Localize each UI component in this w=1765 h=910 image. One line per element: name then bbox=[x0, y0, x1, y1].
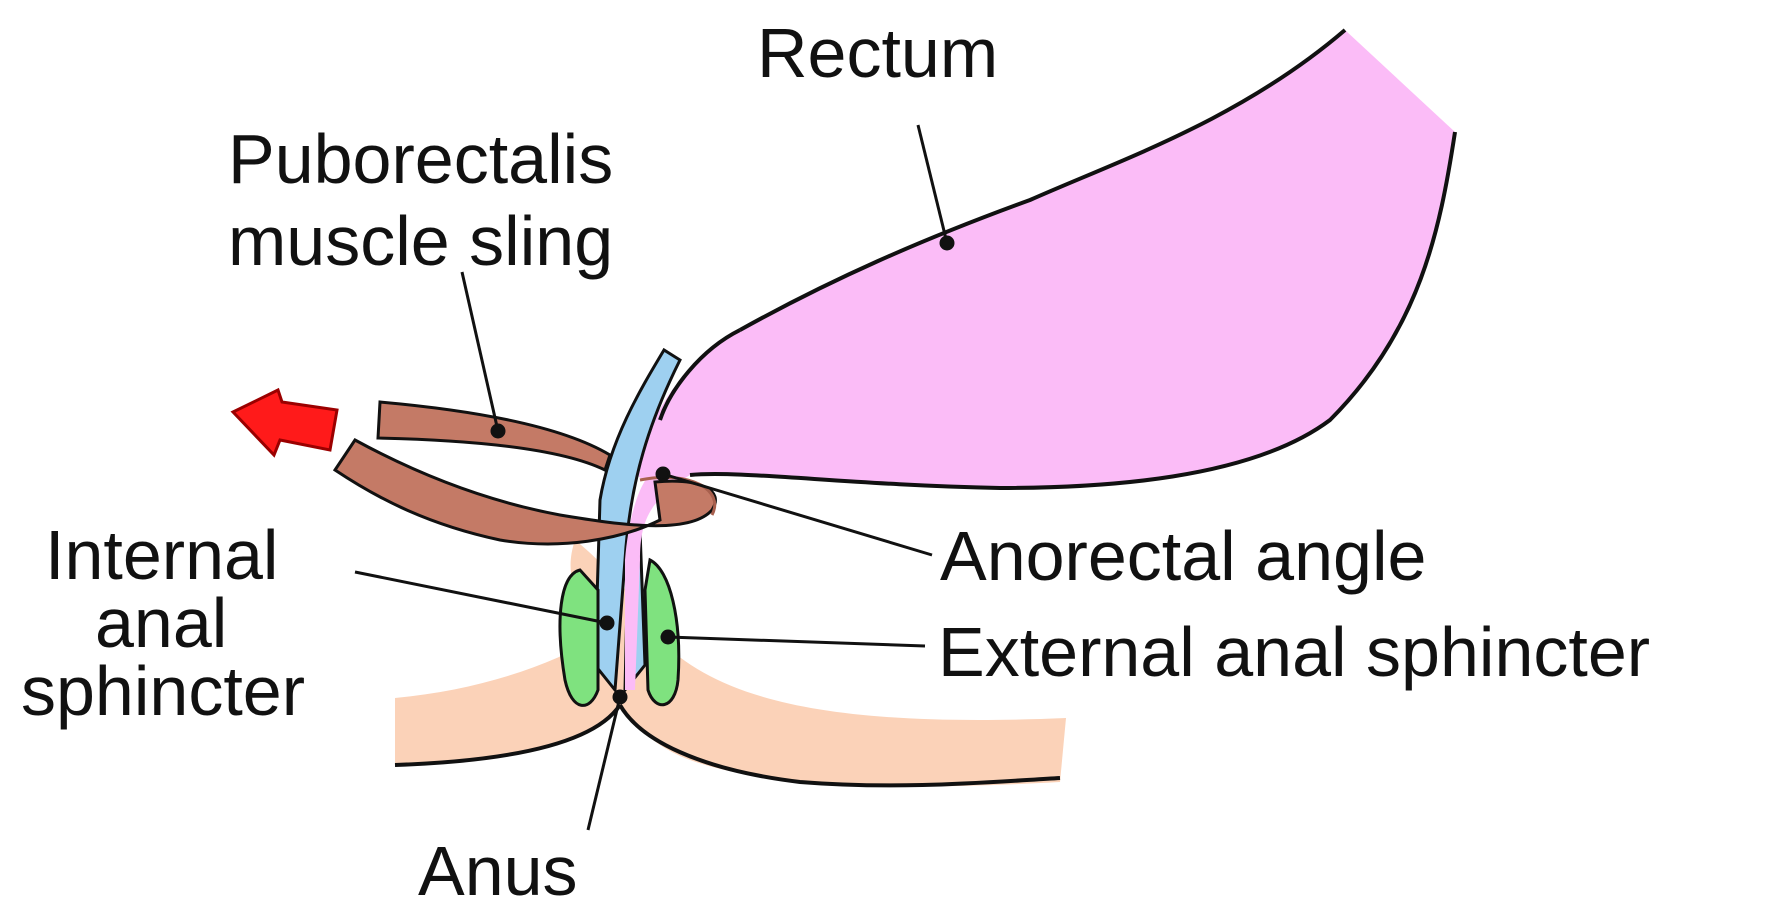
rectum-label-text: Rectum bbox=[757, 18, 998, 88]
puborectalis-label-line2: muscle sling bbox=[228, 200, 613, 282]
puborectalis-leader-dot bbox=[492, 425, 504, 437]
internal-sphincter-leader-dot bbox=[601, 617, 613, 629]
external-sphincter-label: External anal sphincter bbox=[938, 617, 1650, 687]
anorectal-angle-leader-dot bbox=[657, 468, 669, 480]
puborectalis-label: Puborectalis muscle sling bbox=[228, 118, 613, 282]
puborectalis-leader bbox=[462, 272, 498, 431]
external-sphincter-leader-dot bbox=[662, 631, 674, 643]
anorectal-angle-label: Anorectal angle bbox=[940, 521, 1426, 591]
anus-leader-dot bbox=[614, 691, 626, 703]
internal-sphincter-label: Internal anal sphincter bbox=[45, 521, 305, 725]
rectum-leader-dot bbox=[941, 237, 953, 249]
internal-sphincter-label-line3: sphincter bbox=[21, 657, 305, 725]
external-sphincter-label-text: External anal sphincter bbox=[938, 617, 1650, 687]
rectum-leader bbox=[918, 125, 947, 243]
anus-label: Anus bbox=[418, 836, 578, 906]
puborectalis-label-line1: Puborectalis bbox=[228, 118, 613, 200]
internal-sphincter-label-line2: anal bbox=[45, 589, 305, 657]
internal-sphincter-label-line1: Internal bbox=[45, 521, 305, 589]
anorectal-angle-label-text: Anorectal angle bbox=[940, 521, 1426, 591]
external-sphincter-leader bbox=[668, 637, 925, 646]
rectum-label: Rectum bbox=[757, 18, 998, 88]
pull-direction-arrow-icon bbox=[233, 390, 337, 455]
rectum bbox=[632, 30, 1455, 488]
anus-label-text: Anus bbox=[418, 836, 578, 906]
